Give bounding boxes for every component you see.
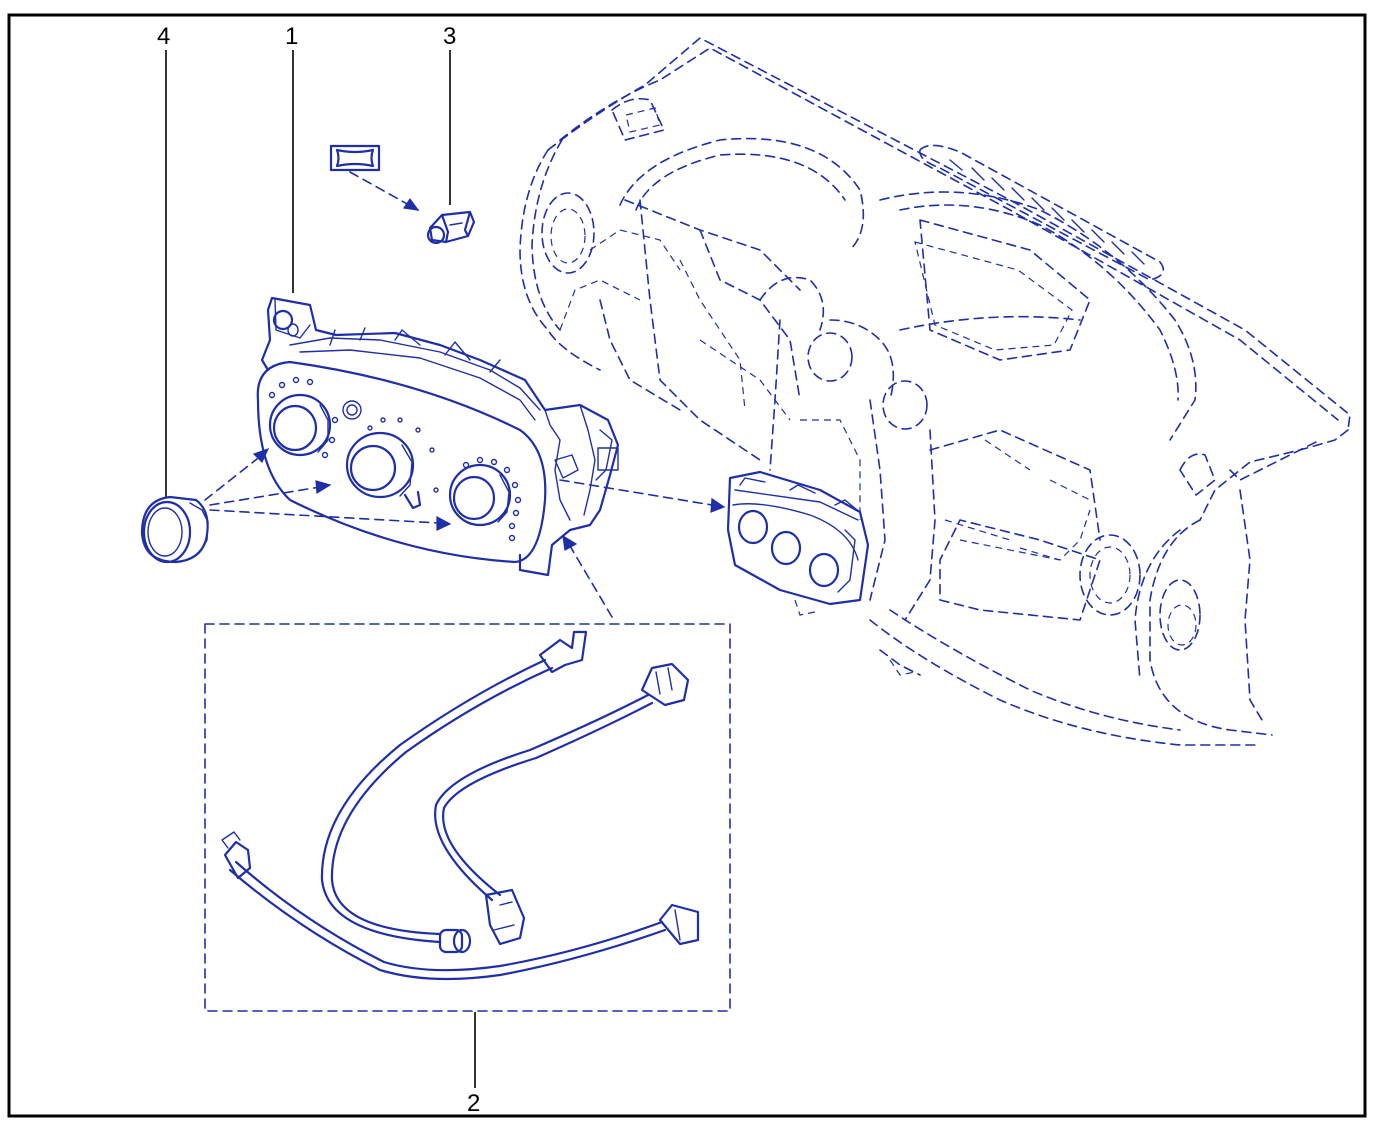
callout-2-label: 2: [467, 1090, 480, 1117]
callout-1-label: 1: [285, 23, 298, 50]
part-2-harness: [204, 534, 731, 1012]
diagram-frame: [7, 13, 1367, 1118]
callout-4-label: 4: [157, 23, 170, 50]
dashboard-assembly: [519, 37, 1351, 746]
installed-control-panel: [726, 470, 870, 606]
speaker-grille: [949, 159, 1145, 265]
harness-kit-box: [204, 623, 731, 1012]
callout-1: 1: [285, 23, 298, 293]
part-3-label-tag: [329, 144, 381, 172]
callout-3-label: 3: [443, 23, 456, 50]
part-4-knob: [140, 447, 452, 564]
dial-markings: [268, 376, 522, 542]
part-3-bulb: [329, 144, 476, 245]
part-1-control-panel: [256, 296, 726, 577]
callout-2: 2: [467, 1012, 480, 1117]
callout-3: 3: [443, 23, 456, 205]
callout-4: 4: [157, 23, 170, 497]
